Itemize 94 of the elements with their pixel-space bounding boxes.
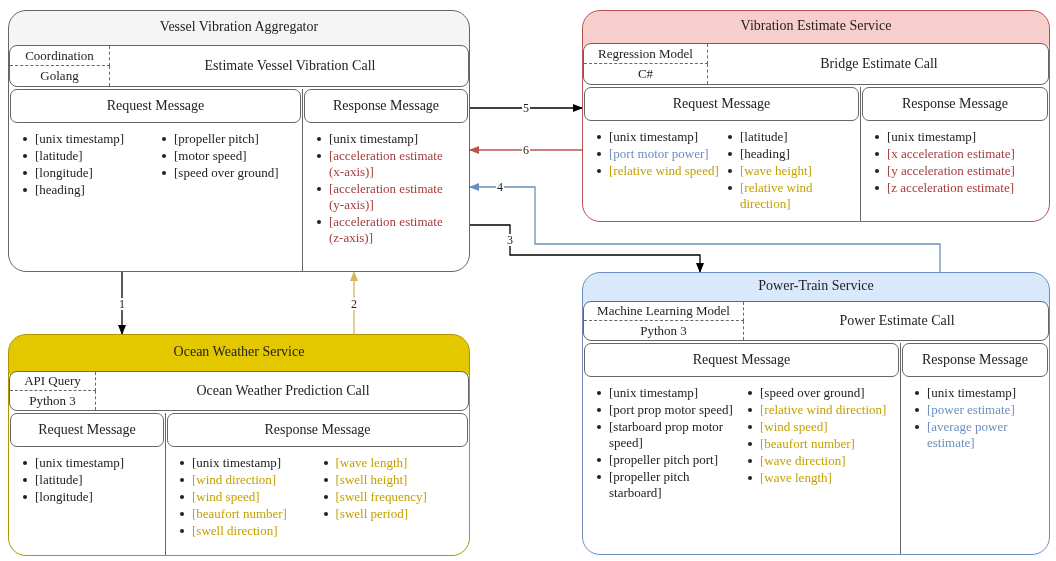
- list-item: [wave length]: [760, 470, 832, 485]
- message-column: [9, 413, 166, 555]
- list-item: [unix timestamp]: [192, 455, 282, 470]
- list-item: [speed over ground]: [760, 385, 865, 400]
- list-item: [unix timestamp]: [609, 385, 699, 400]
- service-title: Vibration Estimate Service: [739, 18, 893, 34]
- list-item: [x acceleration estimate]: [887, 146, 1015, 161]
- list-item: [starboard prop motor speed]: [609, 419, 724, 450]
- list-item: [longitude]: [35, 489, 93, 504]
- list-item: [wind speed]: [192, 489, 260, 504]
- list-item: [port motor power]: [609, 146, 709, 161]
- list-item: [swell frequency]: [335, 489, 427, 504]
- list-item: [average power estimate]: [927, 419, 1008, 450]
- list-item: [longitude]: [35, 165, 93, 180]
- edge-label: 2: [350, 298, 358, 310]
- list-item: [acceleration estimate (y-axis)]: [329, 181, 443, 212]
- call-row: [9, 45, 469, 87]
- list-item: [relative wind direction]: [740, 180, 813, 211]
- column-header: Response Message: [304, 89, 468, 123]
- dashed-tag: API Query: [10, 372, 96, 391]
- call-title: Power Estimate Call: [839, 313, 955, 329]
- call-row: [583, 301, 1049, 341]
- list-item: [motor speed]: [174, 148, 247, 163]
- list-item: [port prop motor speed]: [609, 402, 733, 417]
- dashed-tag: Coordination: [10, 46, 110, 66]
- dashed-tag: Python 3: [10, 391, 96, 410]
- list-item: [swell height]: [335, 472, 408, 487]
- list-item: [beaufort number]: [192, 506, 287, 521]
- column-header: Request Message: [10, 413, 164, 447]
- service-title: Power-Train Service: [757, 278, 875, 294]
- edge-label: 1: [118, 298, 126, 310]
- column-header: Request Message: [584, 87, 859, 121]
- list-item: [latitude]: [35, 148, 83, 163]
- edge-label: 3: [506, 234, 514, 246]
- list-item: [acceleration estimate (x-axis)]: [329, 148, 443, 179]
- column-header: Response Message: [167, 413, 468, 447]
- call-row: [9, 371, 469, 411]
- list-item: [unix timestamp]: [609, 129, 699, 144]
- list-item: [swell direction]: [192, 523, 278, 538]
- service-title: Ocean Weather Service: [172, 344, 306, 360]
- list-item: [unix timestamp]: [927, 385, 1017, 400]
- list-item: [power estimate]: [927, 402, 1015, 417]
- list-item: [acceleration estimate (z-axis)]: [329, 214, 443, 245]
- edge-label: 4: [496, 181, 504, 193]
- list-item: [latitude]: [740, 129, 788, 144]
- dashed-tag: Golang: [10, 66, 110, 86]
- list-item: [z acceleration estimate]: [887, 180, 1015, 195]
- call-row: [583, 43, 1049, 85]
- dashed-tag: C#: [584, 64, 708, 84]
- list-item: [propeller pitch port]: [609, 452, 718, 467]
- list-item: [wind speed]: [760, 419, 828, 434]
- dashed-tag: Regression Model: [584, 44, 708, 64]
- list-item: [propeller pitch]: [174, 131, 259, 146]
- service-container: [582, 10, 1050, 222]
- service-container: [582, 272, 1050, 555]
- list-item: [propeller pitch starboard]: [609, 469, 690, 500]
- column-header: Response Message: [902, 343, 1048, 377]
- list-item: [wave height]: [740, 163, 812, 178]
- dashed-tag: Machine Learning Model: [584, 302, 744, 321]
- list-item: [y acceleration estimate]: [887, 163, 1015, 178]
- arrow: [469, 183, 941, 273]
- list-item: [wave direction]: [760, 453, 846, 468]
- edge-label: 6: [522, 144, 530, 156]
- list-item: [heading]: [740, 146, 790, 161]
- call-title: Bridge Estimate Call: [820, 56, 938, 72]
- list-item: [latitude]: [35, 472, 83, 487]
- dashed-tag: Python 3: [584, 321, 744, 340]
- list-item: [unix timestamp]: [887, 129, 977, 144]
- list-item: [unix timestamp]: [329, 131, 419, 146]
- service-container: [8, 334, 470, 556]
- service-container: [8, 10, 470, 272]
- message-column: [583, 343, 901, 554]
- message-column: [9, 89, 303, 271]
- call-title: Estimate Vessel Vibration Call: [204, 58, 376, 74]
- arrow: [469, 224, 704, 273]
- list-item: [relative wind direction]: [760, 402, 887, 417]
- column-header: Request Message: [10, 89, 301, 123]
- message-column: [583, 87, 861, 221]
- arrow: [469, 104, 583, 112]
- list-item: [beaufort number]: [760, 436, 855, 451]
- service-title: Vessel Vibration Aggregator: [158, 19, 320, 35]
- call-title: Ocean Weather Prediction Call: [196, 383, 370, 399]
- list-item: [wind direction]: [192, 472, 277, 487]
- list-item: [unix timestamp]: [35, 131, 125, 146]
- list-item: [relative wind speed]: [609, 163, 719, 178]
- column-header: Response Message: [862, 87, 1048, 121]
- arrow: [469, 146, 583, 154]
- list-item: [unix timestamp]: [35, 455, 125, 470]
- list-item: [heading]: [35, 182, 85, 197]
- edge-label: 5: [522, 102, 530, 114]
- list-item: [wave length]: [335, 455, 408, 470]
- list-item: [swell period]: [335, 506, 409, 521]
- list-item: [speed over ground]: [174, 165, 279, 180]
- column-header: Request Message: [584, 343, 899, 377]
